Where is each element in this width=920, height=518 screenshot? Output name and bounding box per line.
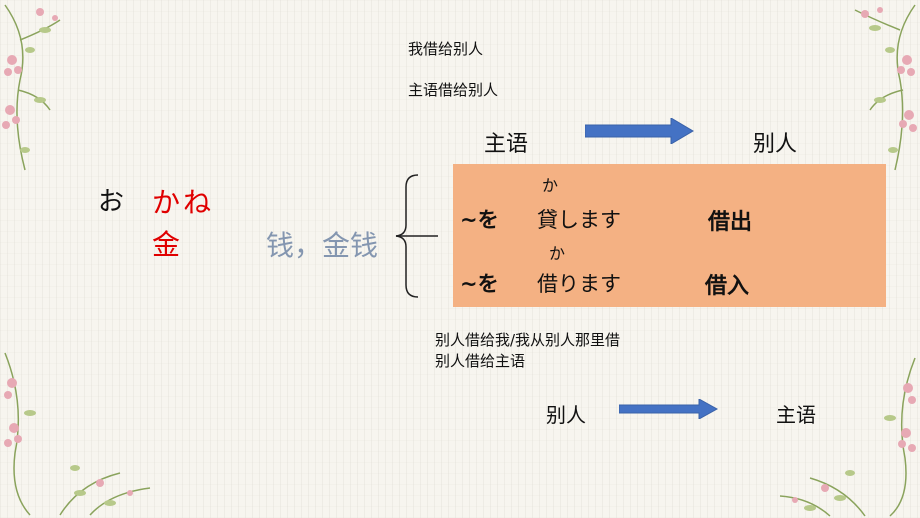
vocab-kana: かね: [152, 186, 215, 219]
note-others-lend-me: 别人借给我/我从别人那里借: [435, 331, 621, 349]
row2-verb: 借ります: [537, 272, 621, 296]
floral-decoration-top-right: [795, 0, 920, 175]
vocab-kanji: 金: [152, 228, 184, 261]
row2-furigana: か: [549, 244, 566, 263]
verb-comparison-box: か ~を 貸します 借出 か ~を 借ります 借入: [453, 164, 886, 307]
arrow-top-from-label: 主语: [484, 132, 529, 157]
vocab-honorific-o: お: [98, 187, 125, 217]
row1-prefix: ~を: [460, 208, 499, 232]
row2-translation: 借入: [705, 274, 750, 299]
row1-translation: 借出: [708, 210, 753, 235]
floral-decoration-bottom-right: [770, 348, 920, 518]
arrow-right-icon: [618, 398, 719, 423]
floral-decoration-bottom-left: [0, 343, 160, 518]
curly-brace: [392, 173, 440, 303]
floral-decoration-top-left: [0, 0, 110, 175]
vocab-meaning: 钱，金钱: [266, 229, 379, 262]
row2-prefix: ~を: [460, 272, 499, 296]
note-subject-lends: 主语借给别人: [408, 81, 499, 99]
arrow-top-to-label: 别人: [753, 132, 798, 157]
arrow-bottom-from-label: 别人: [546, 403, 586, 427]
arrow-bottom-to-label: 主语: [776, 403, 816, 427]
row1-verb: 貸します: [537, 208, 621, 232]
note-lend-to-others: 我借给别人: [408, 40, 484, 58]
row1-furigana: か: [542, 176, 559, 195]
note-others-lend-subject: 别人借给主语: [435, 352, 526, 370]
arrow-right-icon: [584, 117, 695, 148]
